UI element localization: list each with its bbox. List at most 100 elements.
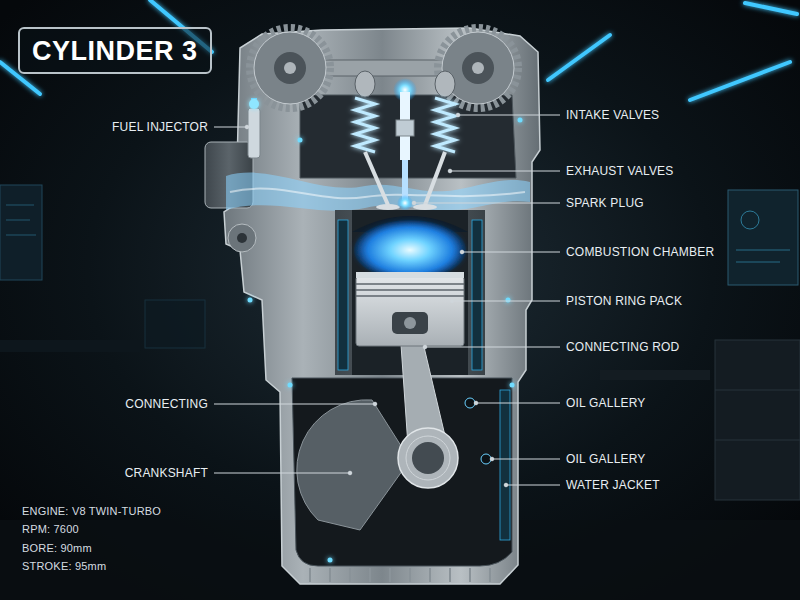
leader-lines [214,113,560,487]
piston-and-rod [356,272,464,278]
leader-lines [460,250,464,254]
leader-lines [214,127,247,128]
valve-train [365,152,388,205]
crankcase [500,390,510,540]
spark-plug [402,160,408,200]
intake-charge [230,189,525,199]
part-label: SPARK PLUG [566,195,644,211]
engine-block [237,233,247,243]
leader-lines [348,471,352,475]
spec-text: STROKE: 95mm [22,559,106,573]
lab-background [6,220,30,221]
leader-lines [425,347,560,348]
cylinder [354,220,466,280]
crankcase [489,568,491,582]
engine-block [228,224,256,252]
spark-plug [396,120,414,136]
valve-train [376,204,400,210]
camshaft-gears [442,32,514,104]
leader-lines [456,113,460,117]
leader-lines [458,115,560,116]
leader-lines [214,404,375,405]
part-label: CRANKSHAFT [125,465,208,481]
crankcase [369,568,371,582]
valve-train [425,152,445,205]
engine-block [205,28,540,584]
part-label: PISTON RING PACK [566,293,682,309]
piston-and-rod [356,295,464,297]
piston-and-rod [356,272,464,488]
lab-background [728,190,798,285]
glow-highlights [506,298,511,303]
engine-block [224,28,540,584]
crankcase [465,398,475,408]
crankcase [389,568,391,582]
piston-and-rod [356,283,464,285]
part-label: WATER JACKET [566,477,660,493]
leader-lines [492,459,560,460]
title-box: CYLINDER 3 [18,27,212,74]
leader-lines [476,403,560,404]
crankcase [292,378,512,582]
lab-background [600,370,710,380]
camshaft-gears [284,62,296,74]
piston-and-rod [406,436,450,480]
leader-lines [373,402,377,406]
camshaft-gears [254,32,326,104]
lab-background [6,235,36,236]
leader-lines [214,473,350,474]
leader-lines [450,299,454,303]
spec-text: RPM: 7600 [22,522,79,536]
crankcase [481,454,491,464]
crankcase [297,400,410,530]
leader-lines [474,401,478,405]
glow-highlights [248,298,253,303]
valve-train [435,98,455,152]
crankcase [310,568,490,582]
leader-lines [448,169,452,173]
glow-highlights [288,383,293,388]
glow-highlights [298,138,303,143]
camshaft-gears [355,71,375,97]
leader-lines [490,457,494,461]
cylinder [338,220,348,370]
spark-plug [397,195,413,211]
crankcase [349,568,351,582]
camshaft-gears [438,28,518,108]
lab-background [745,3,797,14]
leader-lines [423,345,427,349]
leader-lines [412,201,416,205]
lab-background [715,390,800,391]
fuel-injector [248,98,260,158]
spec-text: ENGINE: V8 TWIN-TURBO [22,504,161,518]
lab-background [715,440,800,441]
lab-background [736,262,780,263]
lab-background [741,211,759,229]
lab-background [0,340,140,352]
piston-and-rod [356,276,464,346]
part-label: INTAKE VALVES [566,107,659,123]
piston-and-rod [392,312,428,334]
glow-highlights [518,118,523,123]
lab-background [736,250,790,251]
part-label: CONNECTING ROD [566,339,679,355]
crankcase [409,568,411,582]
crankcase [292,378,512,566]
crankcase [309,568,311,582]
part-label: OIL GALLERY [566,395,646,411]
camshaft-gears [462,52,494,84]
crankcase [429,568,431,582]
crankcase [329,568,331,582]
lab-background [145,300,205,348]
camshaft-gears [274,52,306,84]
glow-highlights [328,558,333,563]
part-label: COMBUSTION CHAMBER [566,244,714,260]
part-label: CONNECTING [125,396,208,412]
camshaft-gears [250,28,518,108]
fuel-injector [249,99,259,109]
piston-and-rod [398,428,458,488]
